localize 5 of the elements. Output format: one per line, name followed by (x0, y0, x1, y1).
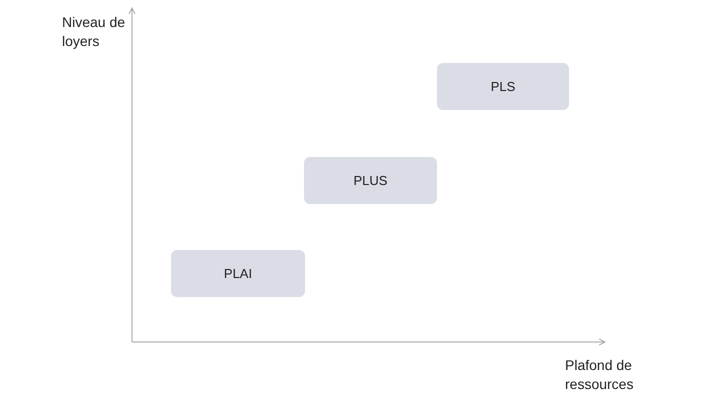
axis-title: Niveau de loyers (62, 13, 126, 51)
category-box: PLAI (171, 250, 305, 297)
category-box: PLS (437, 63, 569, 110)
axis-title: Plafond de ressources (565, 356, 634, 394)
category-box: PLUS (304, 157, 437, 204)
